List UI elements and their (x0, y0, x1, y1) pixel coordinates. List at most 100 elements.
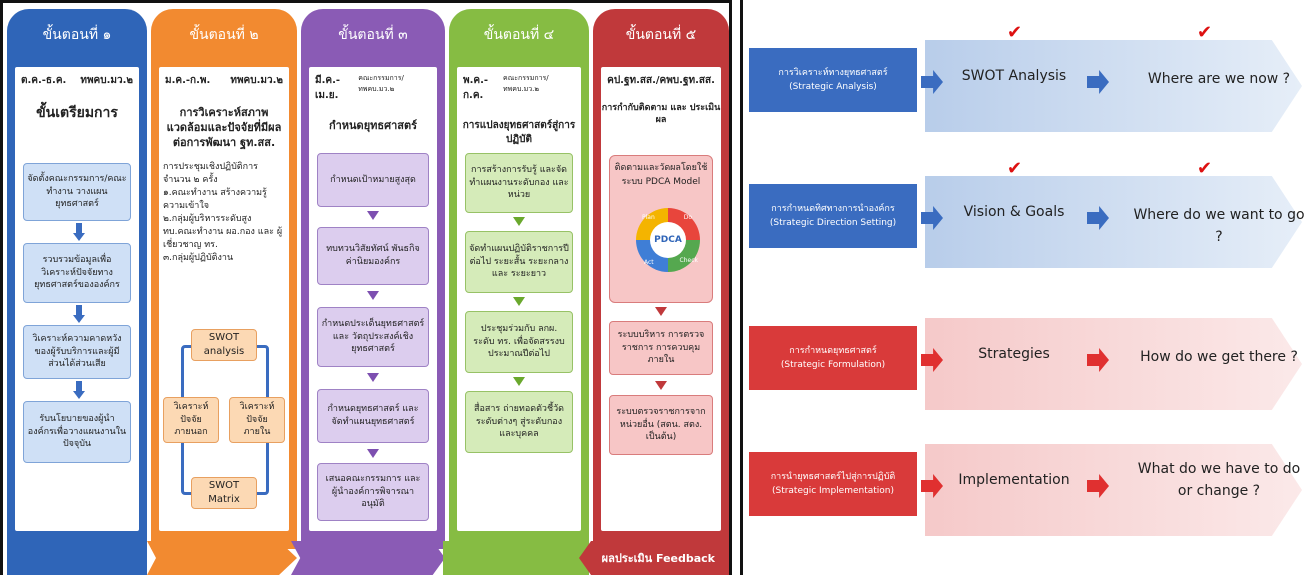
step-2-header: ขั้นตอนที่ ๒ (189, 27, 259, 43)
framework-row-4: การนำยุทธศาสตร์ไปสู่การปฏิบัติ (Strategi… (749, 444, 1302, 536)
step-2-column: ขั้นตอนที่ ๒ ม.ค.-ก.พ. ทพคบ.มว.๒ การวิเค… (151, 9, 297, 549)
arrow-right-icon (921, 206, 943, 230)
step-3-box-4: กำหนดยุทธศาสตร์ และ จัดทำแผนยุทธศาสตร์ (317, 389, 429, 443)
step-4-column: ขั้นตอนที่ ๔ พ.ค.-ก.ค. คณะกรรมการ/ทพคบ.ม… (449, 9, 589, 549)
step-2-note-2: ๑.คณะทำงาน สร้างความรู้ความเข้าใจ (163, 187, 267, 211)
step-1-box-3: วิเคราะห์ความคาดหวังของผู้รับบริการและผู… (23, 325, 131, 379)
step-2-owner: ทพคบ.มว.๒ (230, 75, 283, 86)
step-2-note-4: ๓.กลุ่มผู้ปฏิบัติงาน (163, 252, 234, 263)
arrow-right-icon (921, 474, 943, 498)
arrow-down-icon (513, 217, 525, 226)
row-3-middle: Strategies (978, 346, 1050, 362)
row-2-label-en: (Strategic Direction Setting) (769, 218, 897, 228)
arrow-down-icon (76, 381, 82, 393)
check-icon: ✔ (1197, 22, 1213, 43)
step-3-title: กำหนดยุทธศาสตร์ (328, 119, 418, 132)
step-1-column: ขั้นตอนที่ ๑ ต.ค.-ธ.ค. ทพคบ.มว.๒ ขั้นเตร… (7, 9, 147, 549)
row-1-band (925, 40, 1302, 132)
row-2-label-box: การกำหนดทิศทางการนำองค์กร (Strategic Dir… (749, 184, 917, 248)
pdca-plan-label: Plan (642, 214, 655, 221)
step-3-box-1: กำหนดเป้าหมายสูงสุด (317, 153, 429, 207)
row-4-question: What do we have to do or change ? (1137, 461, 1301, 500)
strategy-framework-panel: การวิเคราะห์ทางยุทธศาสตร์ (Strategic Ana… (740, 0, 1312, 575)
arrow-down-icon (655, 307, 667, 316)
step-1-date: ต.ค.-ธ.ค. (21, 75, 67, 86)
step-5-box-1: ระบบบริหาร การตรวจราชการ การควบคุมภายใน (609, 321, 713, 375)
step-1-title: ขั้นเตรียมการ (36, 105, 118, 121)
arrow-right-icon (921, 348, 943, 372)
step-3-owner: คณะกรรมการ/ทพคบ.มว.๒ (358, 74, 404, 93)
step-3-date: มี.ค.-เม.ย. (315, 75, 341, 101)
pdca-card: ติดตามและวัดผลโดยใช้ระบบ PDCA Model PDCA… (609, 155, 713, 303)
step-2-note-1: การประชุมเชิงปฏิบัติการ จำนวน ๒ ครั้ง (163, 161, 258, 185)
bottom-band-orange (147, 541, 297, 575)
step-4-title: การแปลงยุทธศาสตร์สู่การปฏิบัติ (462, 120, 576, 145)
step-5-owner: คป.ฐท.สส./คพบ.ฐท.สส. (607, 75, 715, 86)
row-2-label-th: การกำหนดทิศทางการนำองค์กร (771, 203, 895, 214)
row-1-label-box: การวิเคราะห์ทางยุทธศาสตร์ (Strategic Ana… (749, 48, 917, 112)
step-4-box-1: การสร้างการรับรู้ และจัดทำแผนงานระดับกอง… (465, 153, 573, 213)
step-3-box-3: กำหนดประเด็นยุทธศาสตร์ และ วัตถุประสงค์เ… (317, 307, 429, 367)
bottom-band-feedback: ผลประเมิน Feedback (579, 541, 729, 575)
step-1-box-4: รับนโยบายของผู้นำองค์กรเพื่อวางแผนงานในป… (23, 401, 131, 463)
feedback-label: ผลประเมิน Feedback (601, 552, 715, 565)
strategy-process-panel: ขั้นตอนที่ ๑ ต.ค.-ธ.ค. ทพคบ.มว.๒ ขั้นเตร… (0, 0, 732, 575)
arrow-down-icon (76, 305, 82, 317)
step-4-owner: คณะกรรมการ/ทพคบ.มว.๒ (503, 74, 549, 93)
step-4-header: ขั้นตอนที่ ๔ (483, 27, 555, 43)
row-2-middle: Vision & Goals (963, 204, 1065, 220)
step-1-box-2: รวบรวมข้อมูลเพื่อวิเคราะห์ปัจจัยทางยุทธศ… (23, 243, 131, 303)
step-4-box-3: ประชุมร่วมกับ ลกผ. ระดับ ทร. เพื่อจัดสรร… (465, 311, 573, 373)
arrow-down-icon (367, 211, 379, 220)
arrow-down-icon (367, 373, 379, 382)
arrow-down-icon (513, 377, 525, 386)
framework-row-3: การกำหนดยุทธศาสตร์ (Strategic Formulatio… (749, 318, 1302, 410)
step-1-box-1: จัดตั้งคณะกรรมการ/คณะทำงาน วางแผนยุทธศาส… (23, 163, 131, 221)
step-4-box-2: จัดทำแผนปฏิบัติราชการปีต่อไป ระยะสั้น ระ… (465, 231, 573, 293)
step-2-date: ม.ค.-ก.พ. (165, 75, 211, 86)
arrow-down-icon (513, 297, 525, 306)
arrow-down-icon (655, 381, 667, 390)
arrow-down-icon (367, 291, 379, 300)
row-3-label-th: การกำหนดยุทธศาสตร์ (789, 345, 877, 356)
arrow-down-icon (76, 223, 82, 235)
pdca-cycle-icon: PDCA Plan Do Check Act (636, 208, 700, 272)
pdca-act-label: Act (644, 259, 654, 266)
pdca-check-label: Check (679, 257, 698, 264)
row-3-band (925, 318, 1302, 410)
bottom-band-purple (291, 541, 445, 575)
row-4-middle: Implementation (958, 472, 1070, 488)
arrow-right-icon (1087, 348, 1109, 372)
swot-matrix-box: SWOT Matrix (191, 477, 257, 509)
row-1-label-th: การวิเคราะห์ทางยุทธศาสตร์ (778, 67, 888, 78)
step-5-column: ขั้นตอนที่ ๕ คป.ฐท.สส./คพบ.ฐท.สส. การกำก… (593, 9, 729, 549)
step-3-header: ขั้นตอนที่ ๓ (338, 27, 408, 43)
arrow-right-icon (1087, 206, 1109, 230)
bottom-band-green (443, 541, 589, 575)
swot-external-box: วิเคราะห์ ปัจจัยภายนอก (163, 397, 219, 443)
arrow-down-icon (367, 449, 379, 458)
pdca-do-label: Do (683, 214, 692, 221)
row-4-band (925, 444, 1302, 536)
row-4-label-th: การนำยุทธศาสตร์ไปสู่การปฏิบัติ (770, 471, 896, 482)
swot-analysis-box: SWOT analysis (191, 329, 257, 361)
check-icon: ✔ (1197, 158, 1213, 179)
row-1-question: Where are we now ? (1147, 71, 1291, 87)
step-4-date: พ.ค.-ก.ค. (463, 75, 489, 101)
row-3-question: How do we get there ? (1140, 349, 1298, 365)
framework-row-2: การกำหนดทิศทางการนำองค์กร (Strategic Dir… (749, 158, 1305, 268)
arrow-right-icon (921, 70, 943, 94)
step-5-box-2: ระบบตรวจราชการจากหน่วยอื่น (สตน. สตง. เป… (609, 395, 713, 455)
step-4-box-4: สื่อสาร ถ่ายทอดตัวชี้วัดระดับต่างๆ สู่ระ… (465, 391, 573, 453)
framework-row-1: การวิเคราะห์ทางยุทธศาสตร์ (Strategic Ana… (749, 22, 1302, 132)
row-2-question: Where do we want to go ? (1133, 207, 1305, 246)
row-3-label-box: การกำหนดยุทธศาสตร์ (Strategic Formulatio… (749, 326, 917, 390)
swot-internal-box: วิเคราะห์ ปัจจัยภายใน (229, 397, 285, 443)
row-3-label-en: (Strategic Formulation) (780, 360, 886, 370)
row-4-label-box: การนำยุทธศาสตร์ไปสู่การปฏิบัติ (Strategi… (749, 452, 917, 516)
row-4-label-en: (Strategic Implementation) (771, 486, 895, 496)
step-1-owner: ทพคบ.มว.๒ (80, 75, 133, 86)
row-1-label-en: (Strategic Analysis) (789, 82, 877, 92)
step-5-title: การกำกับติดตาม และ ประเมินผล (601, 103, 721, 126)
step-1-header: ขั้นตอนที่ ๑ (42, 27, 112, 43)
